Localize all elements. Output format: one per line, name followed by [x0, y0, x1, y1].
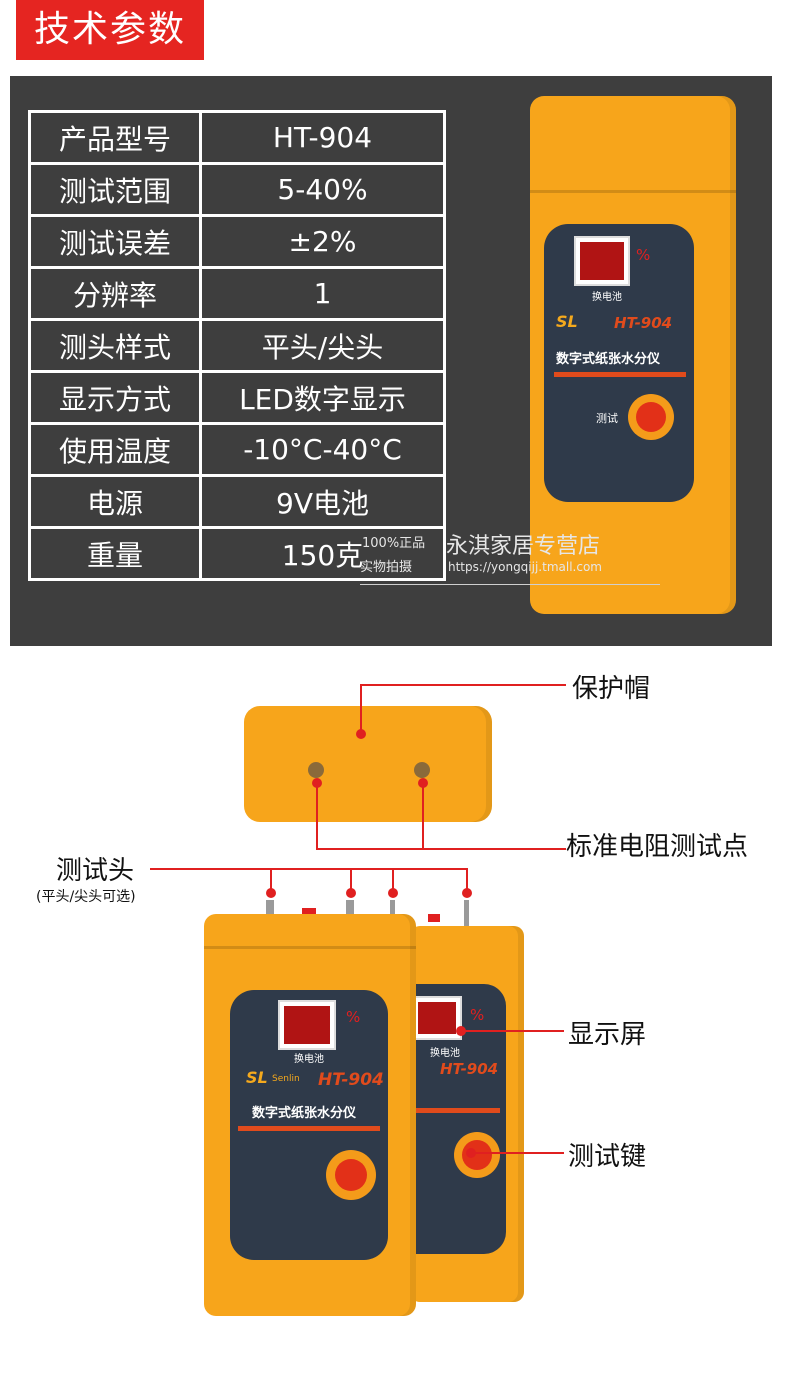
spec-key: 测试误差 [28, 214, 202, 269]
table-row: 测头样式平头/尖头 [28, 318, 446, 373]
spec-key: 电源 [28, 474, 202, 529]
brand-logo: SL [246, 1068, 268, 1087]
spec-key: 显示方式 [28, 370, 202, 425]
table-row: 测试误差±2% [28, 214, 446, 269]
spec-key: 分辨率 [28, 266, 202, 321]
percent-label: % [470, 1006, 485, 1024]
led-display [278, 1000, 336, 1050]
device-name: 数字式纸张水分仪 [252, 1106, 357, 1121]
test-button-icon [326, 1150, 376, 1200]
spec-value: -10°C-40°C [199, 422, 446, 477]
protective-cap [244, 706, 492, 822]
callout-probe: 测试头 [56, 856, 135, 886]
callout-cap: 保护帽 [572, 674, 651, 704]
device-front: % 换电池 SL Senlin HT-904 数字式纸张水分仪 [204, 914, 416, 1316]
device-face: % 换电池 SL Senlin HT-904 数字式纸张水分仪 [230, 990, 388, 1260]
model-label: HT-904 [614, 314, 673, 332]
led-display [574, 236, 630, 286]
percent-label: % [346, 1008, 361, 1026]
device-top: % 换电池 SL HT-904 数字式纸张水分仪 测试 [530, 96, 736, 614]
brand-sub: Senlin [272, 1074, 300, 1084]
spec-value: HT-904 [199, 110, 446, 165]
spec-value: 5-40% [199, 162, 446, 217]
spec-key: 测试范围 [28, 162, 202, 217]
brand-logo: SL [556, 312, 578, 331]
percent-label: % [636, 246, 651, 264]
spec-value: 9V电池 [199, 474, 446, 529]
device-face: % 换电池 SL HT-904 数字式纸张水分仪 测试 [544, 224, 694, 502]
table-row: 使用温度-10°C-40°C [28, 422, 446, 477]
spec-value: ±2% [199, 214, 446, 269]
device-back: % 换电池 HT-904 [410, 926, 524, 1302]
spec-key: 使用温度 [28, 422, 202, 477]
test-button-icon [628, 394, 674, 440]
watermark-line2: 实物拍摄 [360, 560, 413, 575]
spec-value: 1 [199, 266, 446, 321]
spec-key: 产品型号 [28, 110, 202, 165]
section-title: 技术参数 [16, 0, 204, 60]
spec-key: 测头样式 [28, 318, 202, 373]
watermark-line1: 100%正品 [362, 536, 426, 551]
model-label: HT-904 [318, 1070, 384, 1090]
callout-test-key: 测试键 [568, 1142, 647, 1172]
battery-label: 换电池 [592, 292, 622, 303]
spec-key: 重量 [28, 526, 202, 581]
test-label: 测试 [596, 412, 618, 425]
device-name: 数字式纸张水分仪 [556, 352, 661, 367]
callout-resistance-points: 标准电阻测试点 [566, 832, 749, 862]
battery-label: 换电池 [294, 1054, 324, 1065]
watermark-url: https://yongqijj.tmall.com [448, 560, 602, 574]
battery-label: 换电池 [430, 1048, 460, 1059]
callout-probe-note: (平头/尖头可选) [36, 889, 136, 905]
model-label: HT-904 [440, 1060, 499, 1078]
spec-value: LED数字显示 [199, 370, 446, 425]
spec-value: 平头/尖头 [199, 318, 446, 373]
callout-display: 显示屏 [568, 1020, 647, 1050]
spec-value: 150克 [199, 526, 446, 581]
watermark-store: 永淇家居专营店 [446, 534, 601, 559]
